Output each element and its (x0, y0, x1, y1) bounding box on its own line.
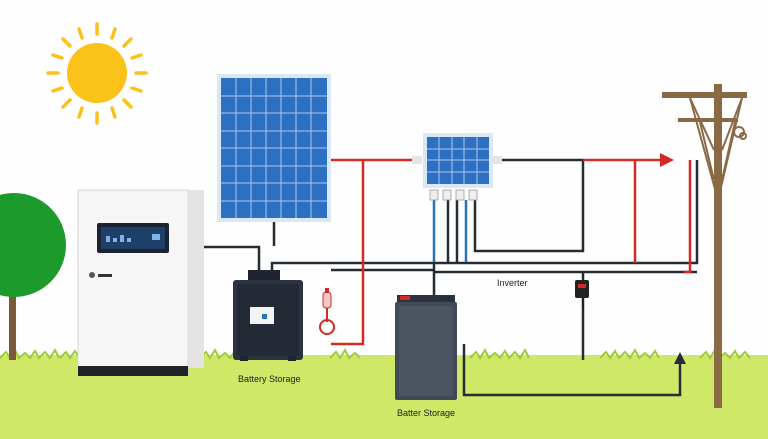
sun-icon (46, 22, 148, 125)
arrow-up-icon (674, 352, 686, 364)
blue-wires (432, 200, 468, 262)
fuse-icon (319, 288, 335, 335)
connector (492, 156, 502, 164)
solar-panel-large (217, 74, 331, 246)
solar-panel-small (423, 133, 493, 201)
battery-storage-label: Battery Storage (238, 374, 301, 384)
connector (412, 156, 422, 164)
inverter-label: Inverter (497, 278, 528, 288)
cabinet-button (89, 272, 95, 278)
meter-device (575, 280, 589, 310)
red-wires (331, 158, 692, 346)
inverter-cabinet (77, 189, 204, 376)
utility-pole-icon (662, 84, 747, 408)
dark-wires (200, 158, 699, 397)
battery-storage-2 (395, 295, 457, 400)
batter-storage-label: Batter Storage (397, 408, 456, 418)
tree-icon (0, 193, 66, 360)
grass-edge (0, 347, 751, 360)
battery-storage-1 (233, 270, 303, 361)
arrow-right-icon (660, 153, 674, 167)
